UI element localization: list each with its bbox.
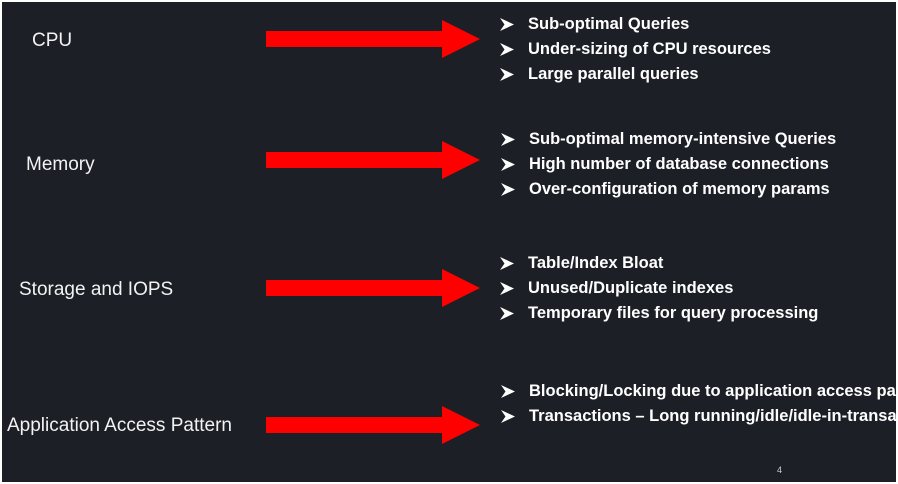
bullet-text: Transactions – Long running/idle/idle-in… (529, 407, 896, 425)
bullet-text: Sub-optimal Queries (528, 15, 690, 33)
bullet-text: Blocking/Locking due to application acce… (529, 382, 896, 400)
red-arrow-icon (266, 141, 480, 179)
bullet-text: Large parallel queries (528, 65, 699, 83)
chevron-right-icon (501, 127, 519, 152)
chevron-right-icon (500, 301, 518, 326)
chevron-right-icon (501, 404, 519, 429)
bullet-text: Over-configuration of memory params (529, 180, 830, 198)
chevron-right-icon (500, 12, 518, 37)
bullet-list: Blocking/Locking due to application acce… (501, 379, 896, 429)
list-item: Under-sizing of CPU resources (500, 37, 771, 62)
chevron-right-icon (500, 251, 518, 276)
bullet-text: Temporary files for query processing (528, 304, 819, 322)
chevron-right-icon (500, 62, 518, 87)
chevron-right-icon (501, 177, 519, 202)
list-item: Temporary files for query processing (500, 301, 818, 326)
bullet-list: Table/Index Bloat Unused/Duplicate index… (500, 251, 818, 326)
category-label: Memory (26, 154, 95, 175)
chevron-right-icon (500, 37, 518, 62)
bullet-text: Sub-optimal memory-intensive Queries (529, 130, 837, 148)
chevron-right-icon (501, 152, 519, 177)
category-label: Storage and IOPS (19, 279, 174, 300)
list-item: Unused/Duplicate indexes (500, 276, 818, 301)
bullet-list: Sub-optimal Queries Under-sizing of CPU … (500, 12, 771, 87)
bullet-list: Sub-optimal memory-intensive Queries Hig… (501, 127, 836, 202)
red-arrow-icon (266, 406, 480, 444)
list-item: Over-configuration of memory params (501, 177, 836, 202)
bullet-text: Unused/Duplicate indexes (528, 279, 734, 297)
list-item: Sub-optimal Queries (500, 12, 771, 37)
chevron-right-icon (501, 379, 519, 404)
page-number: 4 (777, 465, 783, 475)
bullet-text: High number of database connections (529, 155, 829, 173)
red-arrow-icon (266, 20, 480, 58)
category-label: CPU (32, 30, 73, 51)
list-item: Large parallel queries (500, 62, 771, 87)
red-arrow-icon (266, 269, 480, 307)
list-item: Sub-optimal memory-intensive Queries (501, 127, 836, 152)
bullet-text: Under-sizing of CPU resources (528, 40, 771, 58)
list-item: Blocking/Locking due to application acce… (501, 379, 896, 404)
category-label: Application Access Pattern (7, 415, 232, 436)
list-item: Transactions – Long running/idle/idle-in… (501, 404, 896, 429)
bullet-text: Table/Index Bloat (528, 254, 664, 272)
list-item: Table/Index Bloat (500, 251, 818, 276)
list-item: High number of database connections (501, 152, 836, 177)
chevron-right-icon (500, 276, 518, 301)
